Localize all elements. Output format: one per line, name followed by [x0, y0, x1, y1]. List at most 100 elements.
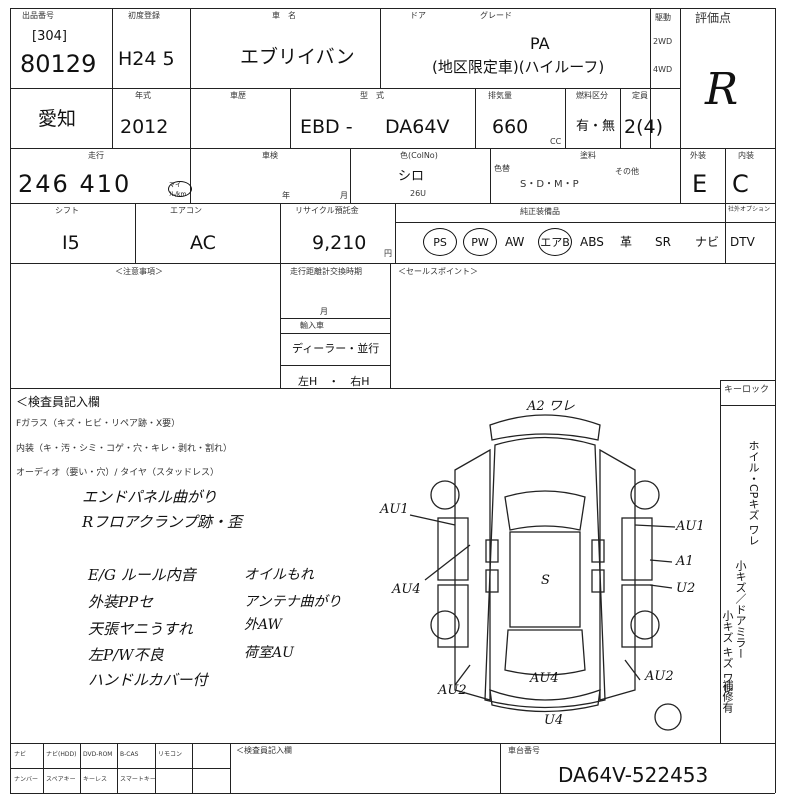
handwritten-note: ハンドルカバー付 [88, 671, 208, 689]
diagram-mark-right-mid: A1 [676, 554, 694, 569]
shift: I5 [62, 232, 80, 254]
chassis-number: DA64V-522453 [558, 763, 709, 787]
handwritten-note: 天張ヤニうすれ [88, 620, 194, 638]
color-code: 26U [410, 189, 427, 198]
displacement-unit: CC [550, 137, 562, 146]
grade-line1: PA [530, 34, 550, 53]
location: 愛知 [38, 108, 77, 130]
color-label: 色(ColNo) [400, 151, 438, 160]
interior-grade: C [732, 170, 749, 198]
displacement: 660 [492, 116, 529, 138]
diagram-mark-right-low: U2 [676, 581, 696, 596]
inspection-audio: オーディオ（要い・穴）/ タイヤ（スタッドレス） [16, 468, 219, 478]
exterior-label: 外装 [690, 151, 706, 160]
equipment-item: SR [655, 235, 671, 249]
side-text-item: ホイル・CPキズ ワレ [747, 440, 760, 546]
bottom-option: リモコン [158, 751, 183, 758]
drive-label: 駆動 [655, 13, 671, 22]
handwritten-note: 外AW [244, 617, 282, 633]
recycle-fee: 9,210 [312, 232, 367, 254]
steering: 左H ・ 右H [298, 375, 370, 388]
door-label: ドア [410, 11, 426, 20]
odo-month: 月 [320, 307, 328, 316]
frame-right [775, 8, 776, 793]
fuel-label: 燃料区分 [576, 91, 608, 100]
score-label: 評価点 [695, 11, 732, 25]
shaken-month: 月 [340, 191, 348, 200]
diagram-mark-center: S [541, 573, 550, 588]
drive-4wd: 4WD [653, 65, 673, 74]
model-type-label: 型 式 [360, 91, 384, 100]
car-name-label: 車 名 [272, 11, 296, 20]
aftermarket-label: 社外オプション [728, 206, 771, 213]
diagram-mark-bottom-center: AU4 [530, 671, 559, 686]
lot-number-label: 出品番号 [22, 11, 54, 20]
grade-line2: (地区限定車)(ハイルーフ) [432, 58, 605, 76]
keylock-label: キーロック [724, 385, 770, 395]
bottom-option: スマートキー [120, 776, 156, 783]
color-change-label: 色替 [494, 164, 510, 173]
equipment-item: ナビ [695, 235, 720, 249]
interior-label: 内装 [738, 151, 754, 160]
model-year: 2012 [120, 116, 169, 138]
exterior-grade: E [692, 170, 708, 198]
paint-label: 塗料 [580, 151, 596, 160]
inspection-f-glass: Fガラス（キズ・ヒビ・リペア跡・X要） [16, 419, 181, 429]
model-type-prefix: EBD - [300, 116, 353, 138]
capacity: 2(4) [624, 116, 664, 138]
equipment-item: PW [463, 228, 497, 256]
mileage-unit: マイル/km [169, 182, 187, 198]
frame-left [10, 8, 11, 793]
bottom-option: B-CAS [120, 751, 139, 758]
aircon-label: エアコン [170, 206, 202, 215]
diagram-mark-bottom: U4 [544, 713, 564, 728]
mileage-label: 走行 [88, 151, 104, 160]
handwritten-note: 荷室AU [244, 645, 294, 661]
handwritten-note: オイルもれ [244, 567, 314, 583]
first-registration: H24 5 [118, 48, 175, 70]
handwritten-note: 外装PPセ [88, 593, 154, 611]
equipment-label: 純正装備品 [520, 207, 560, 216]
equipment-item: エアB [538, 228, 572, 256]
shaken-label: 車検 [262, 151, 278, 160]
car-name: エブリイバン [240, 46, 355, 68]
paint-types: S・D・M・P [520, 179, 579, 190]
first-reg-label: 初度登録 [128, 11, 160, 20]
shaken-year: 年 [282, 191, 290, 200]
color: シロ [398, 169, 425, 184]
side-text-item: 補修有 [721, 680, 734, 713]
chassis-label: 車台番号 [508, 746, 540, 755]
equipment-item: AW [505, 235, 525, 249]
yen-unit: 円 [384, 249, 392, 258]
fuel-option: 有・無 [576, 119, 616, 134]
model-year-label: 年式 [135, 91, 151, 100]
diagram-mark-left-upper: AU1 [380, 502, 409, 517]
aircon: AC [190, 232, 216, 254]
capacity-label: 定員 [632, 91, 648, 100]
equipment-item: PS [423, 228, 457, 256]
notes-label: ＜注意事項＞ [115, 267, 163, 276]
frame-top [10, 8, 775, 9]
import-type: ディーラー・並行 [292, 342, 380, 355]
bottom-option: キーレス [83, 776, 108, 783]
mileage: 246 410 [18, 170, 132, 198]
grade-label: グレード [480, 11, 512, 20]
diagram-mark-top: A2 ワレ [527, 399, 575, 414]
drive-2wd: 2WD [653, 37, 673, 46]
equipment-item: ABS [580, 235, 604, 249]
handwritten-note: アンテナ曲がり [244, 594, 342, 610]
odo-replaced-label: 走行距離計交換時期 [290, 267, 362, 276]
lot-number: 80129 [20, 50, 97, 78]
history-label: 車歴 [230, 91, 246, 100]
diagram-mark-bottom-right: AU2 [645, 669, 674, 684]
equipment-item: 革 [620, 235, 633, 249]
sales-points-label: ＜セールスポイント＞ [398, 267, 478, 276]
import-label: 輸入車 [300, 321, 324, 330]
bottom-option: スペアキー [46, 776, 76, 783]
shift-label: シフト [55, 206, 79, 215]
displacement-label: 排気量 [488, 91, 512, 100]
bottom-option: ナビ(HDD) [46, 751, 77, 758]
bottom-notes-label: ＜検査員記入欄 [236, 746, 292, 755]
bottom-option: ナビ [14, 751, 27, 758]
